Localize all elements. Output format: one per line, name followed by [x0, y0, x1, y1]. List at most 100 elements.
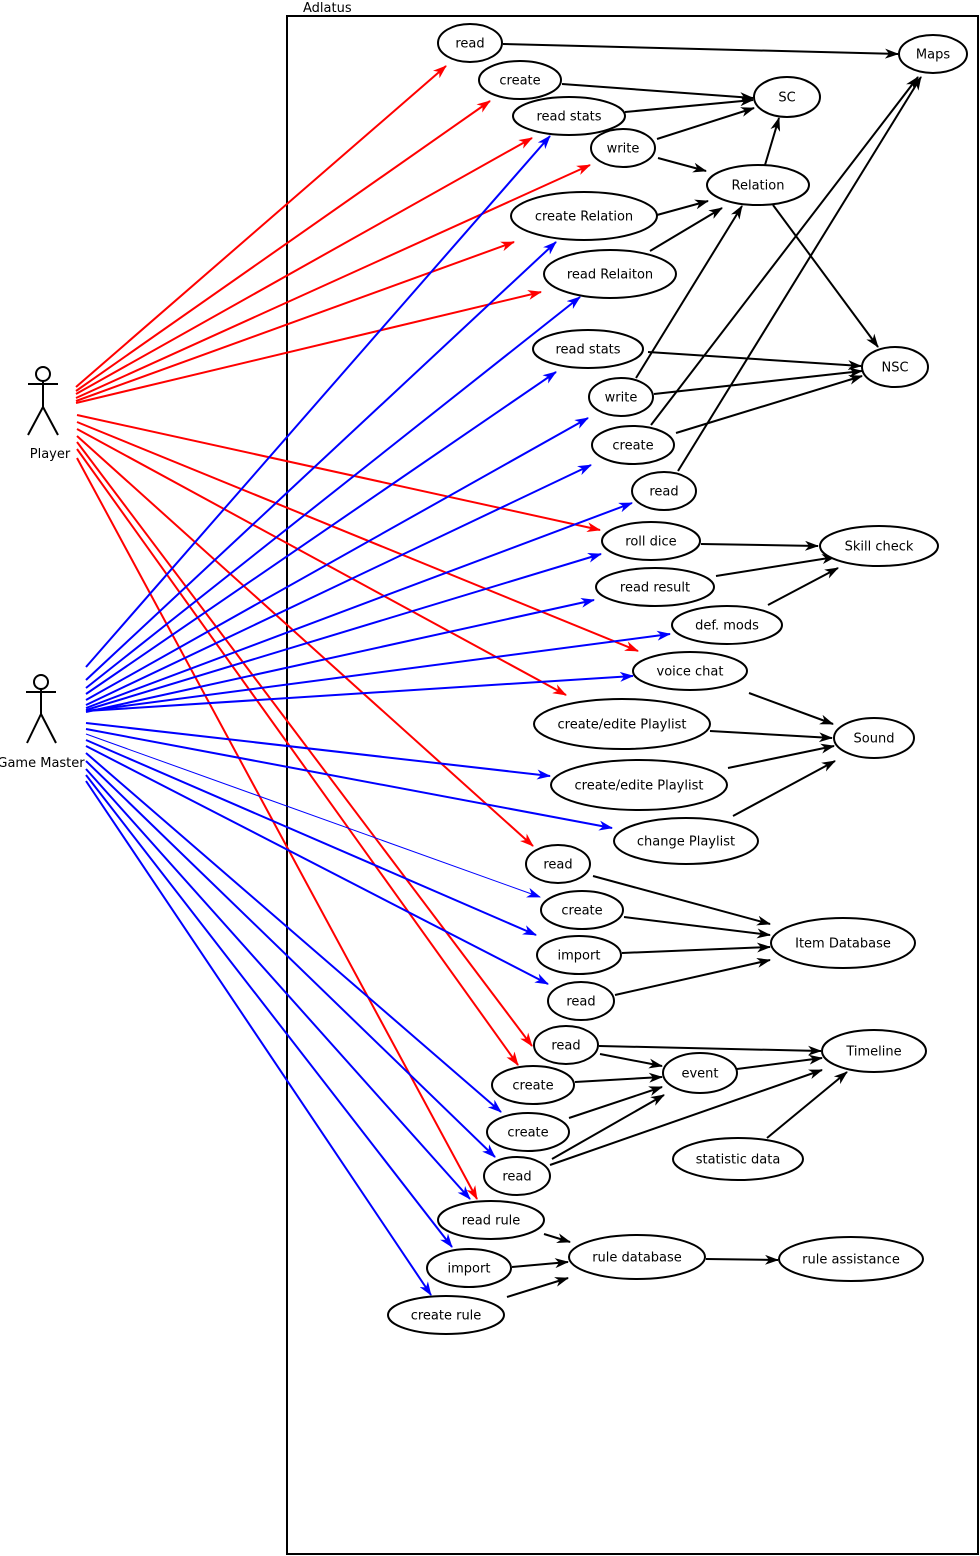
use-case-label: create [561, 904, 602, 919]
use-case-read-relation: read Relaiton [543, 249, 677, 299]
game-master-association-arrow [85, 135, 551, 668]
use-case-rule-assist: rule assistance [778, 1236, 924, 1282]
use-case-ellipse [510, 191, 658, 241]
dependency-arrow [736, 1054, 823, 1070]
use-case-ellipse [898, 34, 968, 74]
dependency-arrow [656, 107, 755, 140]
use-case-ellipse [595, 567, 715, 607]
game-master-association-arrow [85, 597, 595, 713]
dependency-arrow [635, 205, 743, 379]
use-case-maps: Maps [898, 34, 968, 74]
use-case-label: rule assistance [802, 1253, 900, 1268]
use-case-label: read Relaiton [567, 268, 653, 283]
dependency-arrow [715, 554, 836, 577]
use-case-label: read [566, 995, 595, 1010]
use-case-ellipse [387, 1295, 505, 1335]
use-case-ellipse [588, 377, 654, 417]
game-master-association-arrow [85, 752, 502, 1113]
use-case-skill-check: Skill check [819, 525, 939, 567]
dependency-arrow [657, 157, 707, 173]
use-case-label: Timeline [845, 1045, 901, 1060]
game-master-association-arrow [85, 552, 602, 711]
use-case-write-nsc: write [588, 377, 654, 417]
game-master-association-arrow [85, 241, 557, 681]
use-case-relation: Relation [706, 164, 810, 206]
use-case-label: write [607, 142, 640, 157]
system-boundary: Adlatus [286, 1, 979, 1555]
use-case-import-rule: import [426, 1248, 512, 1288]
dependency-arrow [623, 916, 771, 939]
use-case-ellipse [437, 1200, 545, 1240]
use-case-ellipse [613, 817, 759, 865]
use-case-ellipse [590, 128, 656, 168]
edges [75, 43, 922, 1298]
stick-figure-icon [26, 674, 57, 744]
use-case-ellipse [550, 759, 728, 811]
game-master-association-arrow [85, 768, 471, 1200]
use-case-label: import [448, 1262, 491, 1277]
dependency-arrow [624, 96, 754, 113]
player-association-arrow [75, 137, 533, 395]
dependency-arrow [767, 567, 839, 606]
dependency-arrow [677, 76, 922, 472]
use-case-ellipse [478, 60, 562, 100]
use-case-read-stats-sc: read stats [512, 96, 626, 136]
use-case-sound: Sound [833, 717, 915, 759]
dependency-arrow [766, 1071, 848, 1139]
use-case-label: Relation [732, 179, 785, 194]
use-case-label: roll dice [625, 535, 676, 550]
use-case-ellipse [532, 329, 644, 369]
use-case-nsc: NSC [861, 346, 929, 388]
use-case-sc: SC [753, 76, 821, 118]
game-master-association-arrow [85, 733, 541, 898]
dependency-arrow [543, 1233, 571, 1243]
dependency-arrow [599, 1053, 663, 1069]
use-case-read-tl-gm: read [483, 1156, 551, 1196]
use-case-label: read rule [462, 1214, 521, 1229]
use-case-ellipse [833, 717, 915, 759]
system-boundary-box [286, 15, 979, 1555]
dependency-arrow [705, 1254, 779, 1265]
dependency-arrow [732, 760, 836, 817]
use-case-ellipse [543, 249, 677, 299]
actor-label: Game Master [0, 756, 85, 771]
use-case-change-playlist: change Playlist [613, 817, 759, 865]
use-case-ellipse [671, 605, 783, 645]
use-case-ellipse [778, 1236, 924, 1282]
use-case-ellipse [426, 1248, 512, 1288]
player-association-arrow [76, 428, 567, 696]
game-master-association-arrow [85, 774, 453, 1248]
use-case-ellipse [486, 1112, 570, 1152]
game-master-association-arrow [85, 760, 496, 1158]
game-master-association-arrow [85, 745, 549, 985]
player-association-arrow [75, 241, 515, 402]
use-case-read-item-gm: read [547, 981, 615, 1021]
use-case-read-nsc: read [631, 471, 697, 511]
player-association-arrow [75, 100, 491, 392]
use-case-playlist-p: create/edite Playlist [533, 698, 711, 750]
use-case-item-db: Item Database [770, 917, 916, 969]
use-case-label: read stats [555, 343, 620, 358]
use-case-def-mods: def. mods [671, 605, 783, 645]
game-master-association-arrow [85, 417, 589, 701]
use-case-create-item: create [540, 890, 624, 930]
use-case-ellipse [547, 981, 615, 1021]
use-case-ellipse [753, 76, 821, 118]
use-case-label: read [502, 1170, 531, 1185]
use-case-label: create Relation [535, 210, 633, 225]
dependency-arrow [568, 1086, 663, 1119]
use-case-label: create rule [411, 1309, 482, 1324]
use-case-ellipse [861, 346, 929, 388]
use-case-ellipse [632, 651, 748, 691]
game-master-association-arrow [85, 671, 634, 712]
player-association-arrow [76, 414, 601, 533]
use-case-label: create [512, 1079, 553, 1094]
use-case-label: create/edite Playlist [575, 779, 704, 794]
use-case-ellipse [533, 698, 711, 750]
dependency-arrow [511, 1258, 569, 1269]
use-case-label: def. mods [695, 619, 759, 634]
use-case-label: voice chat [657, 665, 724, 680]
